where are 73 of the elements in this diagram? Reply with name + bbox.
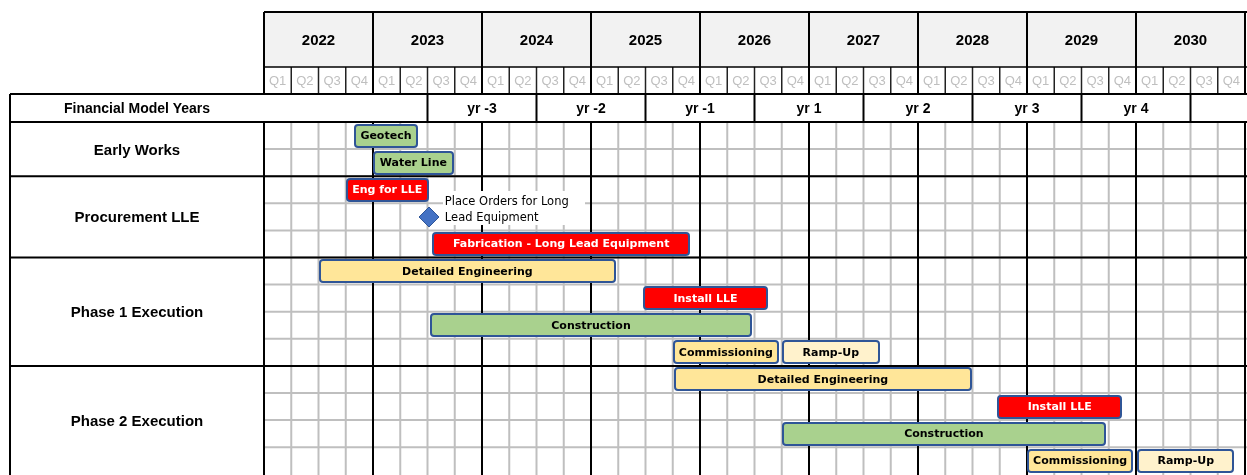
quarter-header: Q1 bbox=[1030, 72, 1051, 90]
row-header: Phase 1 Execution bbox=[69, 302, 205, 323]
task-bar: Install LLE bbox=[997, 394, 1123, 419]
fiscal-year-label: yr 3 bbox=[1013, 99, 1041, 118]
task-bar: Ramp-Up bbox=[1137, 448, 1235, 473]
year-header: 2027 bbox=[845, 30, 882, 50]
quarter-header: Q2 bbox=[622, 72, 642, 90]
row-header: Early Works bbox=[92, 139, 182, 160]
quarter-header: Q3 bbox=[1085, 72, 1105, 90]
year-header: 2030 bbox=[1172, 30, 1209, 50]
task-bar: Geotech bbox=[353, 123, 418, 148]
quarter-header: Q3 bbox=[540, 72, 560, 90]
fiscal-year-label: yr -2 bbox=[575, 99, 607, 118]
row-header: Phase 2 Execution bbox=[69, 410, 205, 431]
milestone-label: Place Orders for Long Lead Equipment bbox=[442, 191, 585, 226]
task-bar: Ramp-Up bbox=[781, 340, 880, 365]
quarter-header: Q3 bbox=[867, 72, 887, 90]
year-header: 2025 bbox=[627, 30, 664, 50]
task-bar: Install LLE bbox=[642, 286, 769, 311]
quarter-header: Q1 bbox=[921, 72, 942, 90]
quarter-header: Q1 bbox=[267, 72, 288, 90]
quarter-header: Q2 bbox=[1167, 72, 1187, 90]
row-header: Financial Model Years bbox=[63, 99, 211, 118]
year-header: 2026 bbox=[736, 30, 773, 50]
quarter-header: Q4 bbox=[1112, 72, 1133, 90]
quarter-header: Q4 bbox=[676, 72, 697, 90]
quarter-header: Q3 bbox=[649, 72, 669, 90]
fiscal-year-label: yr -1 bbox=[684, 99, 716, 118]
task-bar: Fabrication - Long Lead Equipment bbox=[431, 231, 691, 256]
quarter-header: Q4 bbox=[1221, 72, 1242, 90]
year-header: 2023 bbox=[409, 30, 446, 50]
year-header: 2028 bbox=[954, 30, 991, 50]
quarter-header: Q2 bbox=[295, 72, 315, 90]
quarter-header: Q2 bbox=[840, 72, 860, 90]
quarter-header: Q2 bbox=[1058, 72, 1078, 90]
task-bar: Eng for LLE bbox=[345, 177, 429, 202]
fiscal-year-label: yr 4 bbox=[1122, 99, 1150, 118]
task-bar: Commissioning bbox=[672, 340, 779, 365]
quarter-header: Q4 bbox=[458, 72, 479, 90]
milestone-diamond bbox=[417, 205, 440, 228]
task-bar: Detailed Engineering bbox=[319, 259, 616, 284]
row-header: Procurement LLE bbox=[73, 207, 201, 228]
task-bar: Detailed Engineering bbox=[674, 367, 972, 392]
fiscal-year-label: yr -3 bbox=[466, 99, 498, 118]
quarter-header: Q3 bbox=[976, 72, 996, 90]
quarter-header: Q3 bbox=[1194, 72, 1214, 90]
task-bar: Commissioning bbox=[1027, 448, 1134, 473]
quarter-header: Q3 bbox=[322, 72, 342, 90]
quarter-header: Q1 bbox=[812, 72, 833, 90]
fiscal-year-label: yr 1 bbox=[795, 99, 823, 118]
task-bar: Construction bbox=[781, 421, 1106, 446]
task-bar: Construction bbox=[430, 313, 752, 338]
quarter-header: Q1 bbox=[1139, 72, 1160, 90]
quarter-header: Q4 bbox=[1003, 72, 1024, 90]
quarter-header: Q3 bbox=[758, 72, 778, 90]
quarter-header: Q2 bbox=[404, 72, 424, 90]
quarter-header: Q2 bbox=[731, 72, 751, 90]
quarter-header: Q4 bbox=[349, 72, 370, 90]
quarter-header: Q4 bbox=[785, 72, 806, 90]
fiscal-year-label: yr 2 bbox=[904, 99, 932, 118]
quarter-header: Q1 bbox=[703, 72, 724, 90]
year-header: 2029 bbox=[1063, 30, 1100, 50]
quarter-header: Q1 bbox=[376, 72, 397, 90]
quarter-header: Q4 bbox=[894, 72, 915, 90]
quarter-header: Q4 bbox=[567, 72, 588, 90]
quarter-header: Q2 bbox=[949, 72, 969, 90]
quarter-header: Q1 bbox=[594, 72, 615, 90]
quarter-header: Q2 bbox=[513, 72, 533, 90]
task-bar: Water Line bbox=[373, 150, 454, 175]
year-header: 2022 bbox=[300, 30, 337, 50]
quarter-header: Q1 bbox=[485, 72, 506, 90]
year-header: 2024 bbox=[518, 30, 555, 50]
quarter-header: Q3 bbox=[431, 72, 451, 90]
